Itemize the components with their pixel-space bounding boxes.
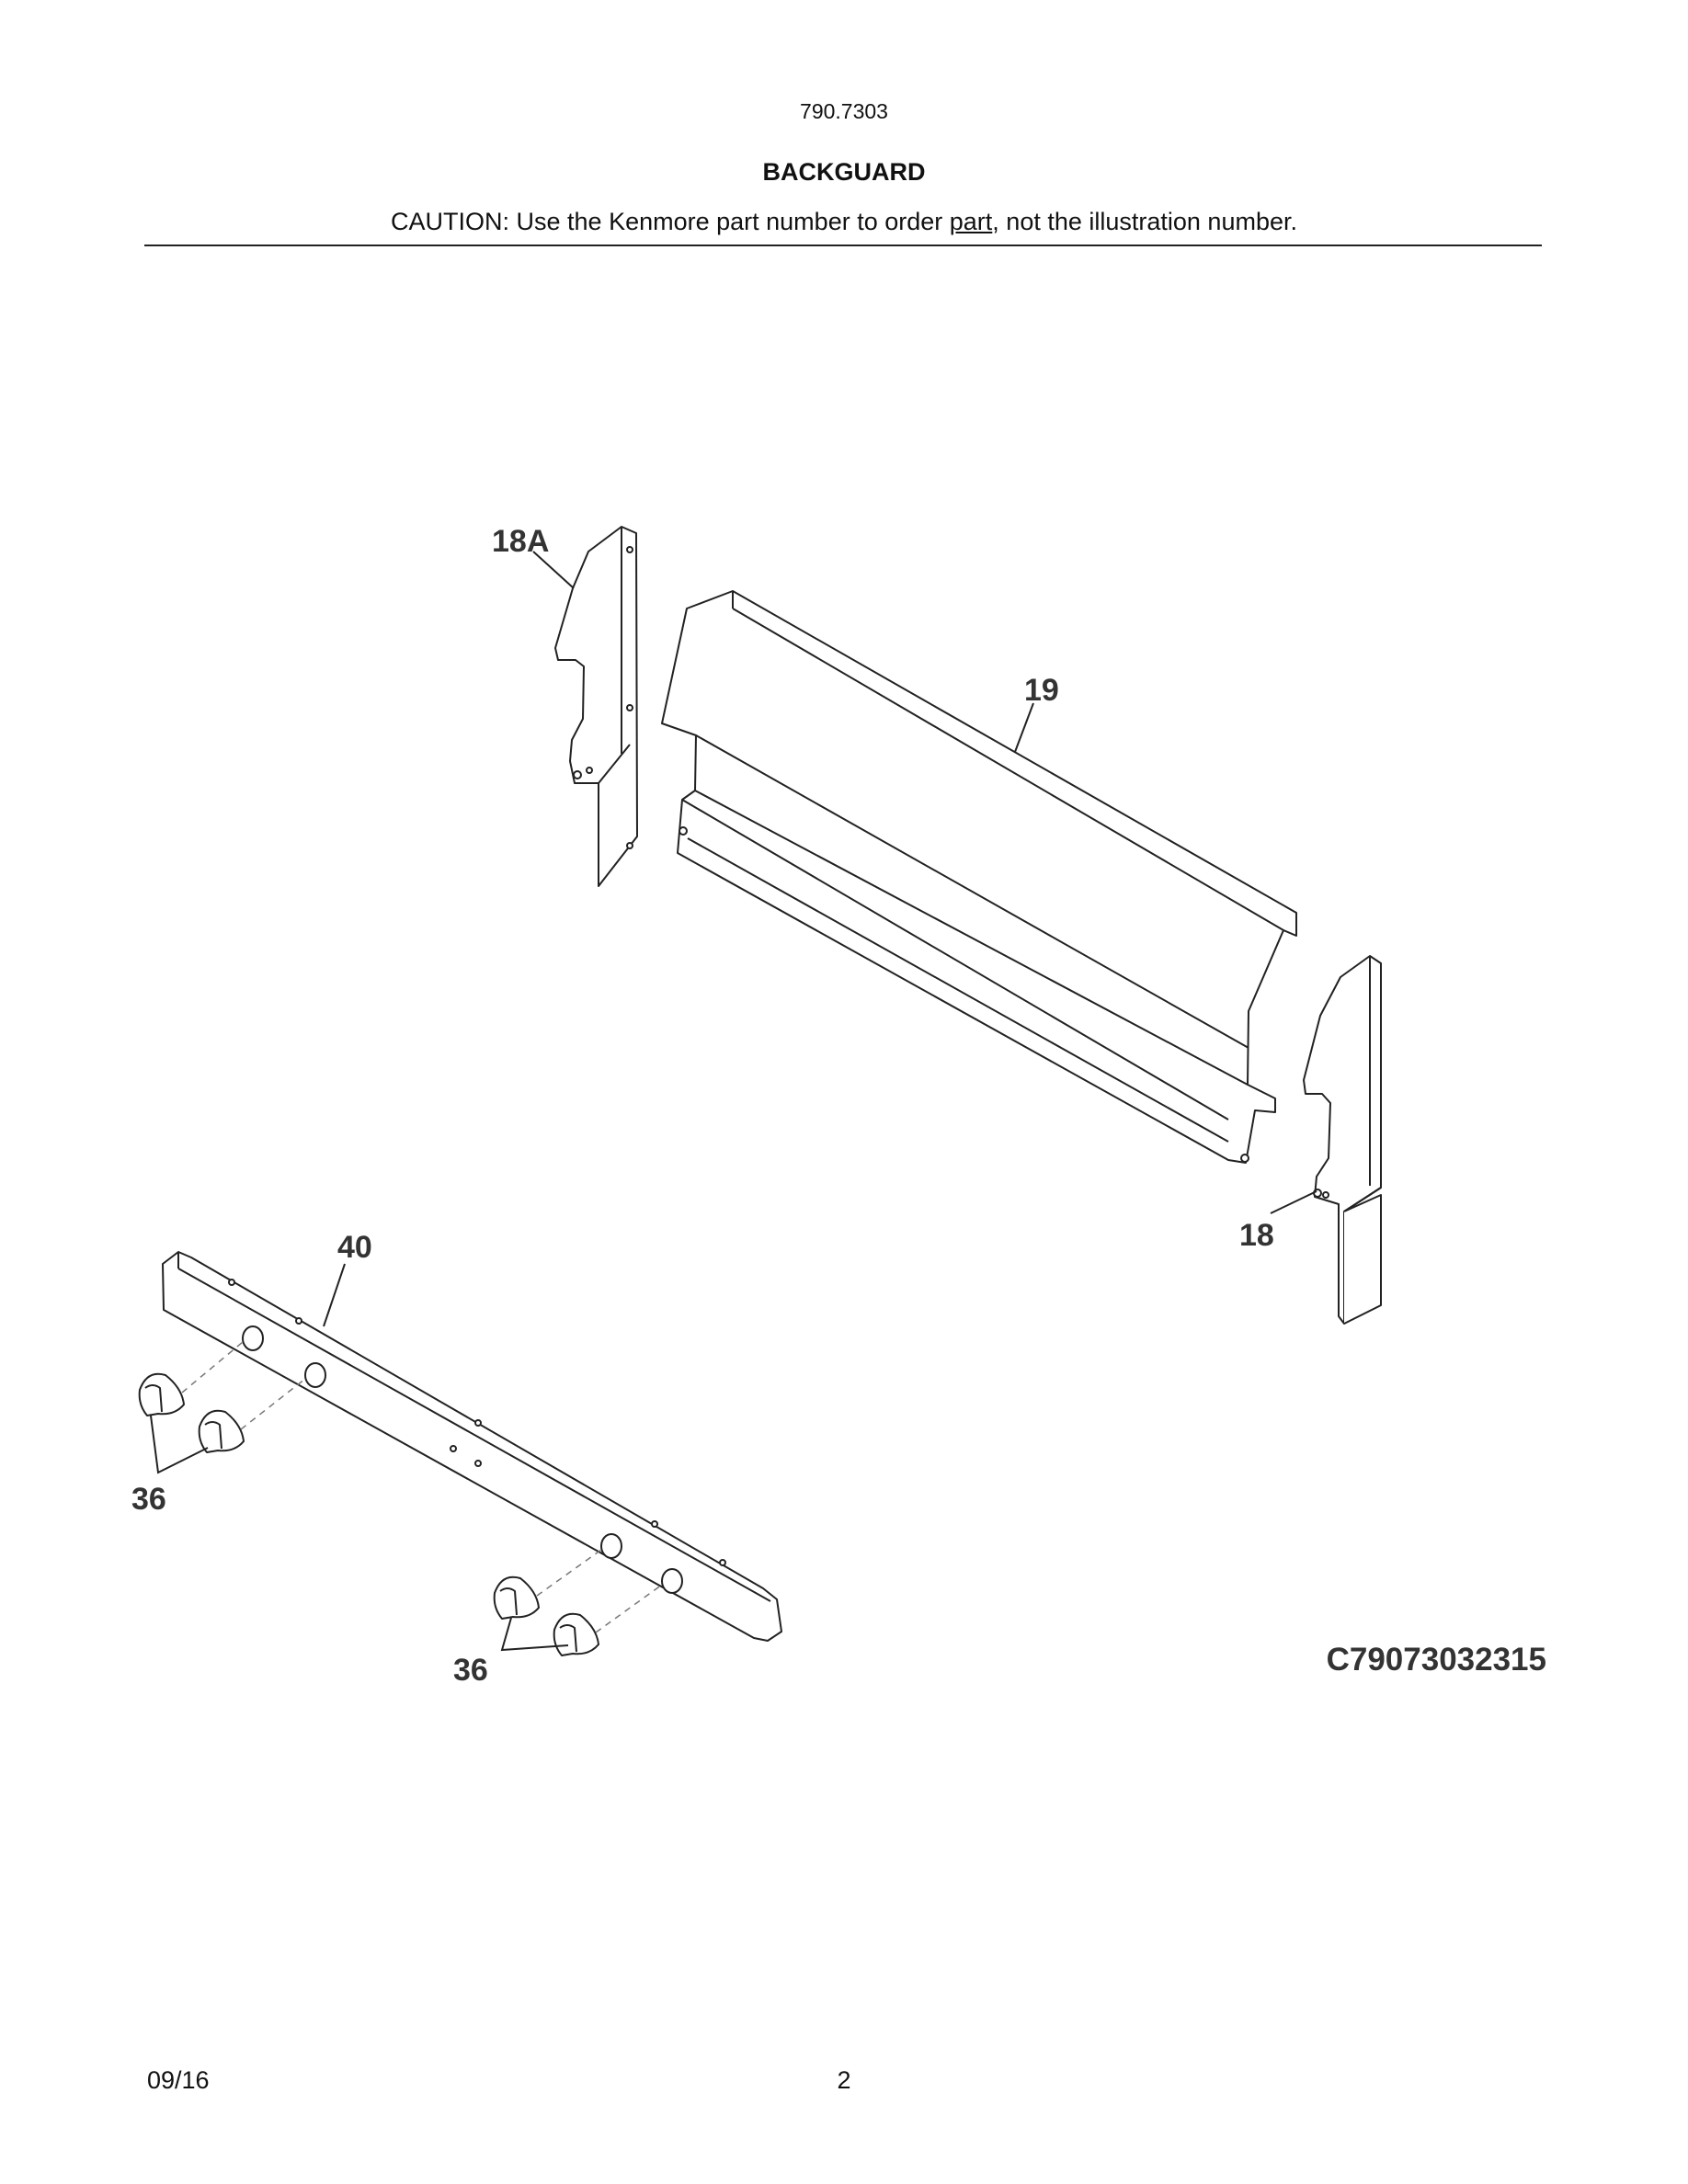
callout-18: 18 bbox=[1239, 1218, 1274, 1253]
callout-40: 40 bbox=[337, 1230, 372, 1265]
backguard-panel bbox=[661, 590, 1297, 1164]
leader-line bbox=[532, 551, 575, 589]
burner-knob bbox=[138, 1372, 185, 1416]
figure-code: C79073032315 bbox=[1327, 1642, 1546, 1678]
alignment-line bbox=[595, 1584, 663, 1633]
model-number: 790.7303 bbox=[800, 99, 888, 123]
burner-knob bbox=[198, 1409, 245, 1453]
header-divider bbox=[144, 245, 1542, 246]
callout-36-left: 36 bbox=[131, 1482, 166, 1517]
leader-line bbox=[500, 1617, 569, 1652]
right-side-bracket bbox=[1303, 955, 1382, 1325]
caution-text-after: , not the illustration number. bbox=[992, 208, 1297, 235]
page-number: 2 bbox=[837, 2066, 851, 2094]
left-side-bracket bbox=[554, 526, 638, 887]
callout-18a: 18A bbox=[492, 524, 549, 559]
manifold-panel bbox=[162, 1251, 782, 1642]
footer-date: 09/16 bbox=[147, 2066, 210, 2094]
page-title: BACKGUARD bbox=[762, 158, 926, 186]
caution-text-before: CAUTION: Use the Kenmore part number to … bbox=[391, 208, 950, 235]
caution-part-word: part bbox=[949, 208, 993, 235]
leader-line bbox=[150, 1415, 209, 1474]
leader-line bbox=[1270, 1190, 1317, 1214]
callout-36-bottom: 36 bbox=[453, 1653, 488, 1688]
alignment-line bbox=[240, 1378, 306, 1430]
burner-knob bbox=[493, 1575, 540, 1620]
burner-knob bbox=[553, 1612, 599, 1656]
caution-note: CAUTION: Use the Kenmore part number to … bbox=[0, 208, 1688, 236]
leader-line bbox=[1014, 702, 1034, 753]
leader-line bbox=[323, 1263, 346, 1327]
callout-19: 19 bbox=[1024, 673, 1059, 708]
alignment-line bbox=[536, 1549, 602, 1597]
alignment-line bbox=[181, 1341, 244, 1393]
